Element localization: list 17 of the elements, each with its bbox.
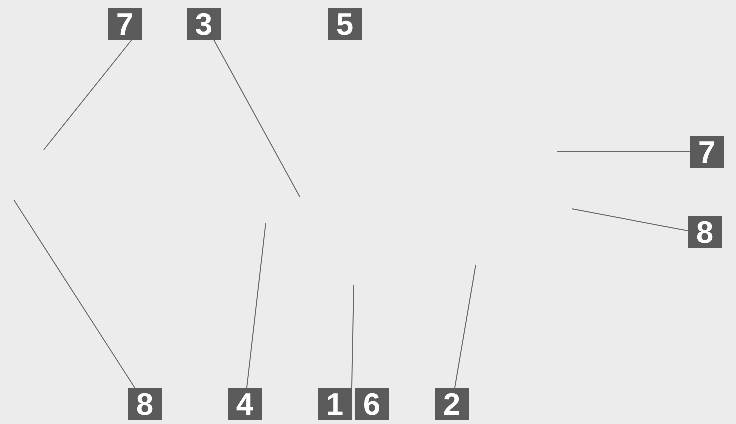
callout-number: 4: [228, 388, 262, 420]
callout-number: 5: [328, 8, 362, 40]
callout-number: 6: [355, 388, 389, 420]
leader-line: [14, 200, 136, 388]
callout-number: 3: [187, 8, 221, 40]
leader-line: [44, 40, 132, 150]
leader-line: [572, 208, 688, 232]
callout-number: 7: [690, 136, 724, 168]
callout-number: 2: [435, 388, 469, 420]
callout-number: 7: [108, 8, 142, 40]
callout-number: 8: [128, 388, 162, 420]
callout-number: 1: [318, 388, 352, 420]
leader-line: [352, 284, 354, 388]
leader-line: [214, 40, 300, 198]
leader-line: [454, 264, 476, 388]
leader-line: [246, 222, 266, 388]
callout-number: 8: [688, 216, 722, 248]
